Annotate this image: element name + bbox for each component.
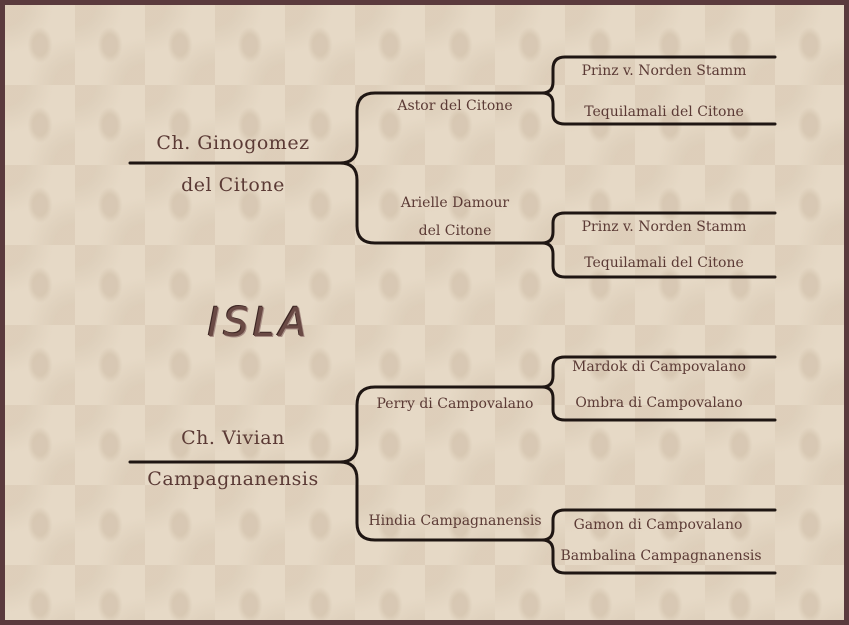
dam-sire-name: Perry di Campovalano — [376, 396, 534, 412]
dam-dam-dam-name: Bambalina Campagnanensis — [560, 548, 762, 564]
pedigree-chart: ISLA Ch. Ginogomez del Citone Astor del … — [5, 5, 844, 620]
sire-name-line1: Ch. Ginogomez — [156, 132, 310, 154]
sire-dam-dam-name: Tequilamali del Citone — [584, 255, 744, 271]
dam-sire-dam-name: Ombra di Campovalano — [575, 395, 743, 411]
subject-name: ISLA — [207, 300, 311, 346]
dam-sire-sire-name: Mardok di Campovalano — [572, 359, 746, 375]
sire-dam-sire-name: Prinz v. Norden Stamm — [581, 219, 747, 235]
connector-sire-dam-sire — [540, 211, 777, 245]
sire-dam-name-line1: Arielle Damour — [400, 195, 510, 211]
sire-sire-name: Astor del Citone — [397, 98, 513, 114]
sire-sire-dam-name: Tequilamali del Citone — [584, 104, 744, 120]
dam-dam-sire-name: Gamon di Campovalano — [573, 517, 743, 533]
dam-name-line2: Campagnanensis — [147, 468, 319, 490]
sire-dam-name-line2: del Citone — [418, 223, 492, 239]
connector-dam-dam — [338, 460, 544, 542]
sire-name-line2: del Citone — [181, 174, 285, 196]
connector-dam — [128, 385, 544, 464]
connector-sire-sire-dam — [540, 91, 777, 126]
connector-dam-dam-dam — [540, 538, 777, 575]
connector-sire-dam — [338, 161, 544, 245]
connector-sire-sire-sire — [540, 55, 777, 95]
connector-sire-dam-dam — [540, 241, 777, 279]
connector-dam-dam-sire — [540, 508, 777, 542]
pedigree-lines — [128, 55, 777, 575]
dam-name-line1: Ch. Vivian — [181, 427, 285, 449]
dam-dam-name: Hindia Campagnanensis — [368, 513, 542, 529]
connector-dam-sire-dam — [540, 385, 777, 422]
sire-sire-sire-name: Prinz v. Norden Stamm — [581, 63, 747, 79]
connector-dam-sire-sire — [540, 355, 777, 389]
connector-sire — [128, 91, 544, 165]
